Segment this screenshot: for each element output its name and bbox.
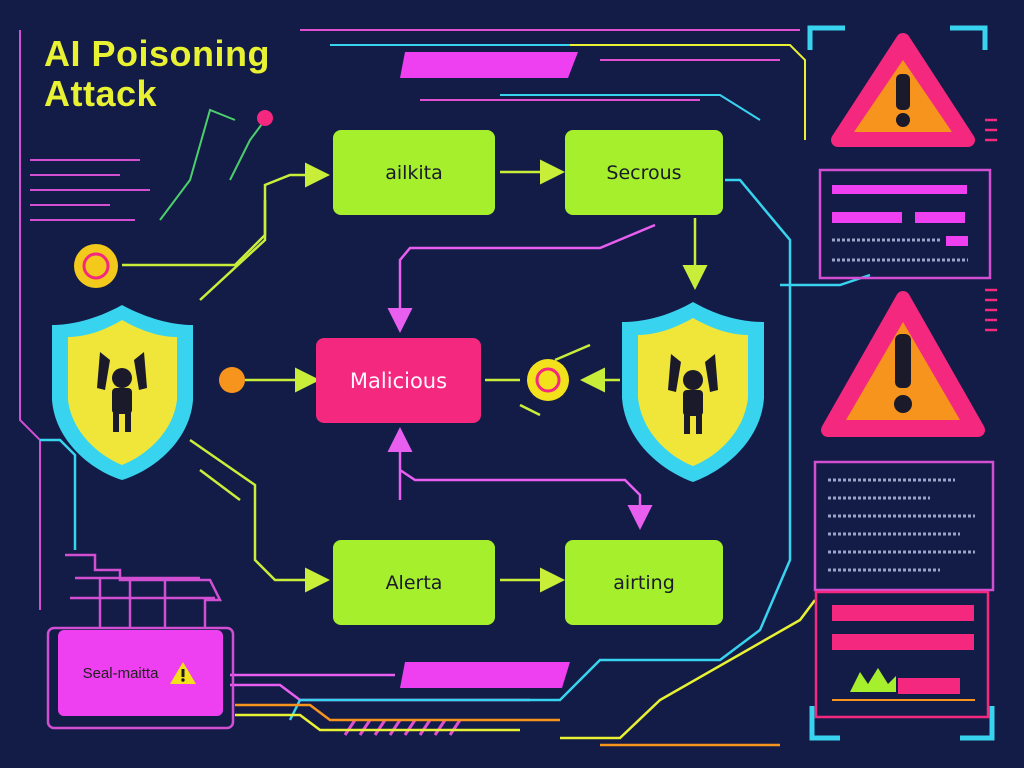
top-circuit-lines <box>159 29 806 221</box>
warning-icon-small <box>170 662 197 684</box>
shield-icon-right <box>622 302 764 482</box>
data-panel-bottom <box>814 590 990 719</box>
magenta-connectors <box>230 223 656 702</box>
left-frame-lines <box>19 30 150 610</box>
lime-connectors <box>122 159 708 593</box>
banner-bar-top <box>400 52 578 78</box>
corner-brackets <box>807 25 995 741</box>
shield-icon-left <box>52 305 193 480</box>
status-box-label: Seal-maitta <box>82 664 159 682</box>
diagram-title: AI Poisoning Attack <box>44 34 270 114</box>
target-icon-left <box>74 244 118 288</box>
orange-dot <box>219 367 245 393</box>
data-panel-top <box>818 168 992 280</box>
machine-outline <box>46 553 235 730</box>
node-top-right: Secrous <box>565 130 723 215</box>
node-bottom-left: Alerta <box>333 540 495 625</box>
data-panel-middle <box>813 460 995 592</box>
robot-icon-left <box>97 352 147 432</box>
target-icon-right <box>527 359 569 401</box>
title-line-2: Attack <box>44 73 158 114</box>
warning-icon-top <box>831 33 975 147</box>
node-bottom-right: airting <box>565 540 723 625</box>
status-box: Seal-maitta <box>58 630 223 716</box>
banner-bar-bottom <box>400 662 570 688</box>
warning-icon-middle <box>821 291 985 437</box>
accent-dot <box>257 110 273 126</box>
node-center-malicious: Malicious <box>316 338 481 423</box>
robot-icon-right <box>668 354 718 434</box>
orange-connectors <box>235 599 816 747</box>
hatch-stripes <box>343 719 462 736</box>
side-ticks <box>985 118 997 332</box>
node-top-left: ailkita <box>333 130 495 215</box>
title-line-1: AI Poisoning <box>44 33 270 74</box>
